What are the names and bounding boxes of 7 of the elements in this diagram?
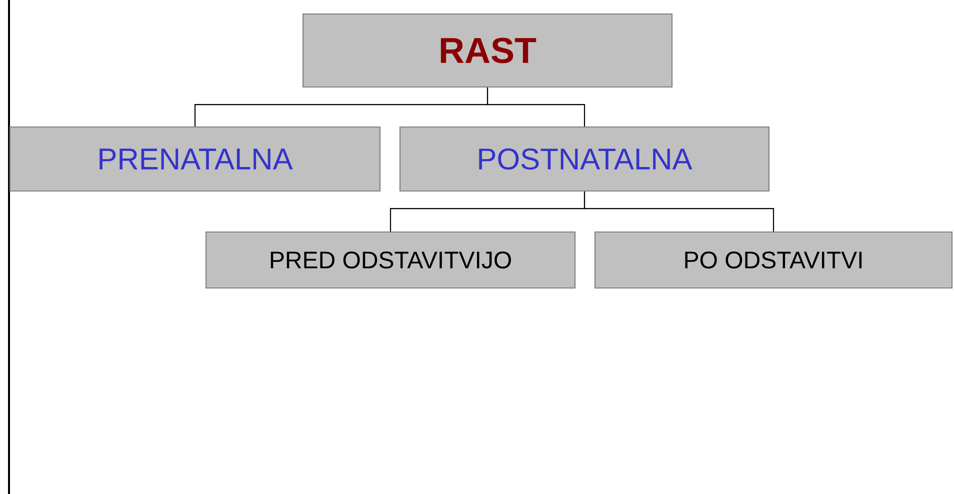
category-box: POSTNATALNA	[399, 126, 770, 192]
connector-line	[584, 192, 774, 232]
title-box: RAST	[302, 13, 673, 88]
subcategory-box: PO ODSTAVITVI	[594, 231, 953, 289]
subcategory-box: PRED ODSTAVITVIJO	[205, 231, 576, 289]
category-box: PRENATALNA	[9, 126, 381, 192]
connector-line	[486, 88, 586, 126]
